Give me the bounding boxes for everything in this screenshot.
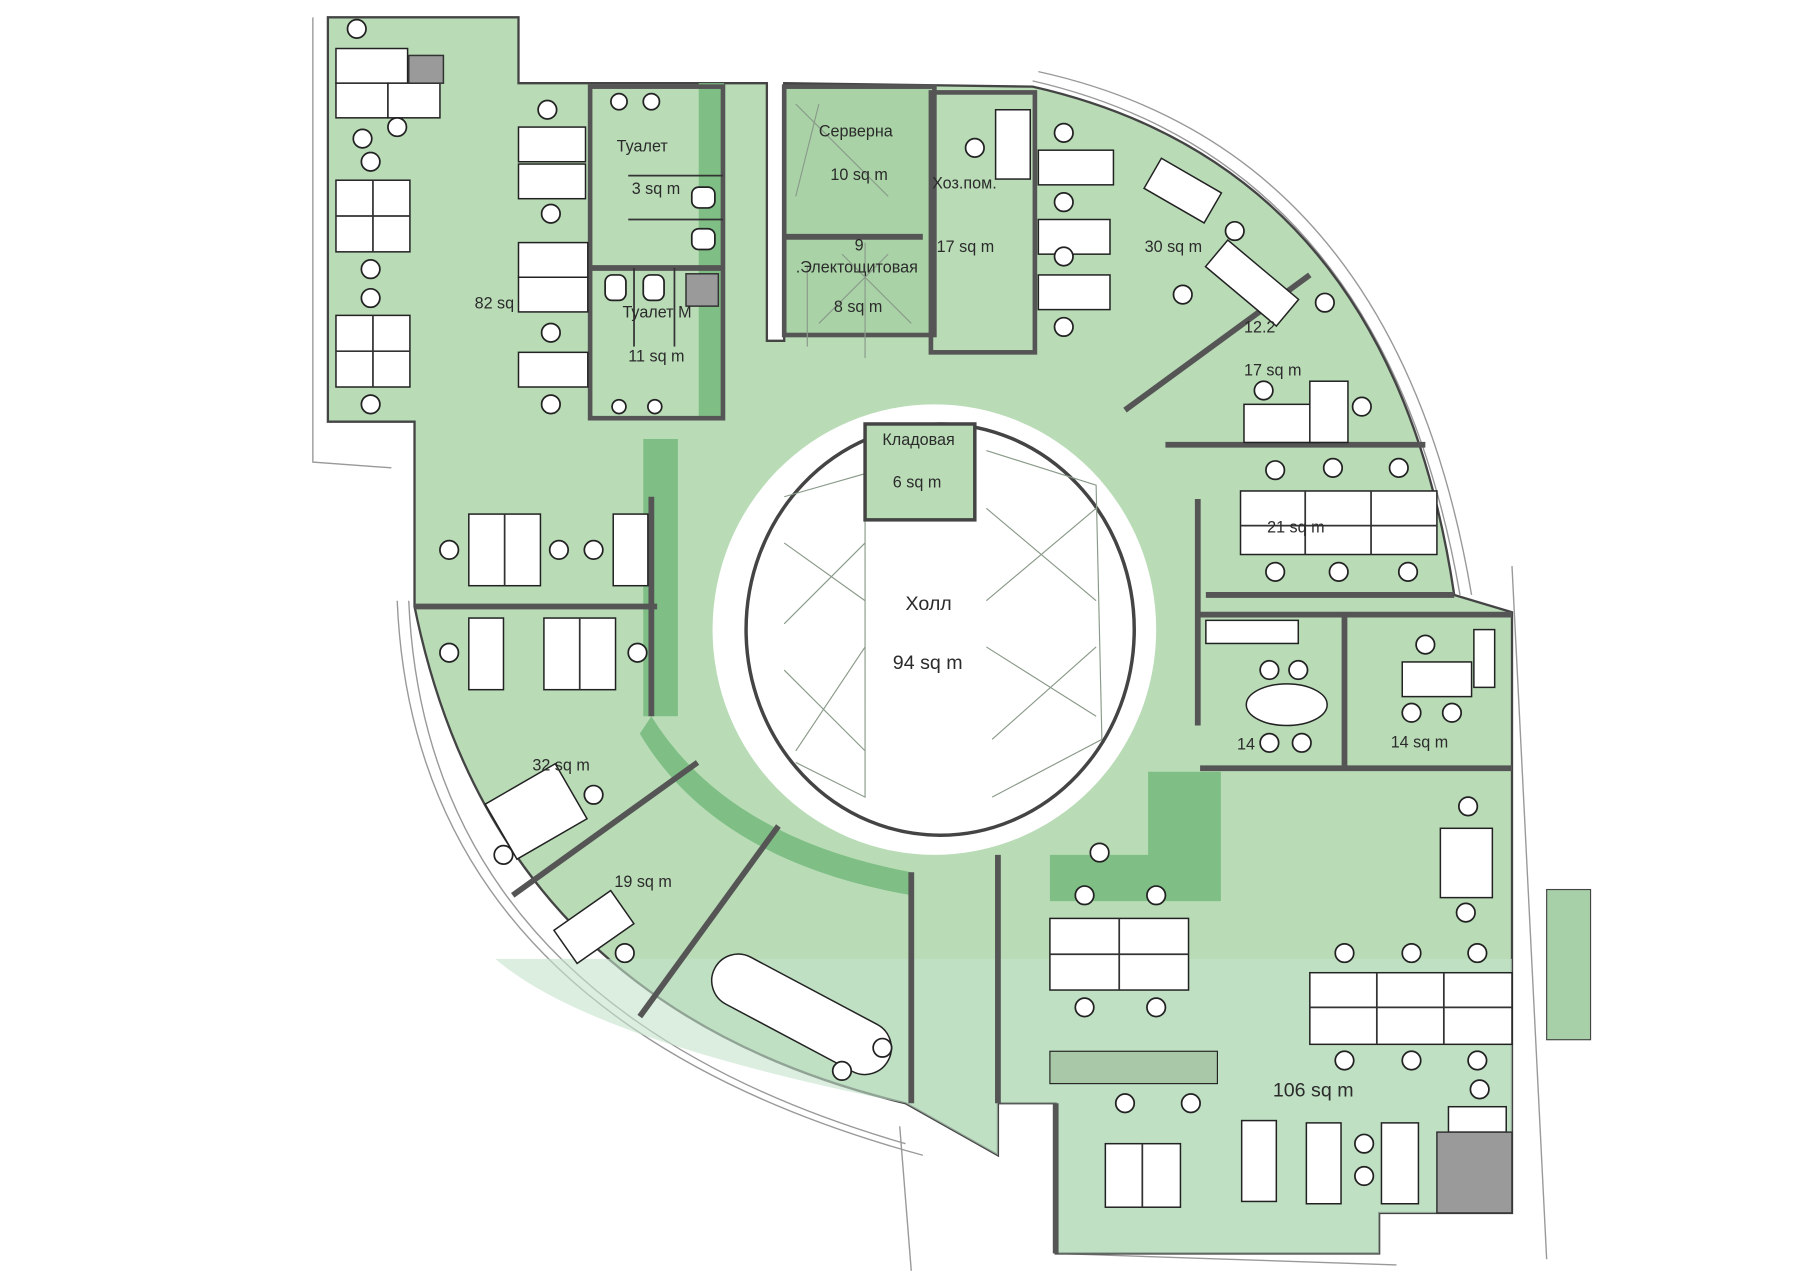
label-office-30-area: 30 sq m bbox=[1145, 238, 1202, 256]
label-electrical-area: 8 sq m bbox=[834, 298, 883, 316]
label-electrical-name: .Электощитовая bbox=[796, 259, 918, 277]
scaffold-pattern bbox=[795, 103, 912, 359]
label-storage-area: 6 sq m bbox=[893, 474, 942, 492]
label-toilet-f-area: 3 sq m bbox=[632, 180, 681, 198]
label-utility-name: Хоз.пом. bbox=[932, 174, 997, 192]
label-office-32-area: 32 sq m bbox=[532, 757, 589, 775]
label-office-19-area: 19 sq m bbox=[614, 873, 671, 891]
room-labels: 82 sq Туалет 3 sq m Туалет М 11 sq m Сер… bbox=[475, 122, 1449, 1101]
label-hall-name: Холл bbox=[906, 593, 952, 615]
storage-room bbox=[863, 422, 977, 522]
label-toilet-m-area: 11 sq m bbox=[628, 348, 684, 366]
shaft-left bbox=[698, 83, 725, 419]
utility-room bbox=[928, 90, 1038, 355]
label-openspace-106-area: 106 sq m bbox=[1273, 1079, 1354, 1101]
facade-lines bbox=[312, 17, 1548, 1271]
hall-scaffold bbox=[783, 449, 1103, 799]
label-office-21-area: 21 sq m bbox=[1267, 519, 1324, 537]
label-hall-area: 94 sq m bbox=[893, 652, 963, 674]
label-server-name: Серверна bbox=[819, 122, 893, 140]
label-office-17-area: 17 sq m bbox=[1244, 361, 1301, 379]
label-storage-name: Кладовая bbox=[882, 431, 954, 449]
label-electrical-number: 9 bbox=[855, 237, 864, 255]
label-toilet-f-name: Туалет bbox=[617, 137, 669, 155]
label-server-area: 10 sq m bbox=[830, 166, 887, 184]
toilet-fixtures bbox=[604, 92, 720, 415]
server-room bbox=[781, 84, 937, 338]
floor-lower bbox=[414, 958, 1512, 1254]
partition-walls bbox=[414, 272, 1512, 1254]
label-toilet-m-name: Туалет М bbox=[622, 304, 691, 322]
label-office-82-area: 82 sq bbox=[475, 294, 515, 312]
label-utility-area: 17 sq m bbox=[937, 238, 994, 256]
toilet-block bbox=[587, 84, 726, 421]
stair-core bbox=[1049, 771, 1221, 902]
ring-corridor bbox=[639, 716, 912, 896]
label-meeting-14-area: 14 bbox=[1237, 736, 1255, 754]
label-office-17-number: 12.2 bbox=[1244, 319, 1275, 337]
label-office-14-area: 14 sq m bbox=[1391, 733, 1448, 751]
furniture bbox=[335, 18, 1592, 1214]
